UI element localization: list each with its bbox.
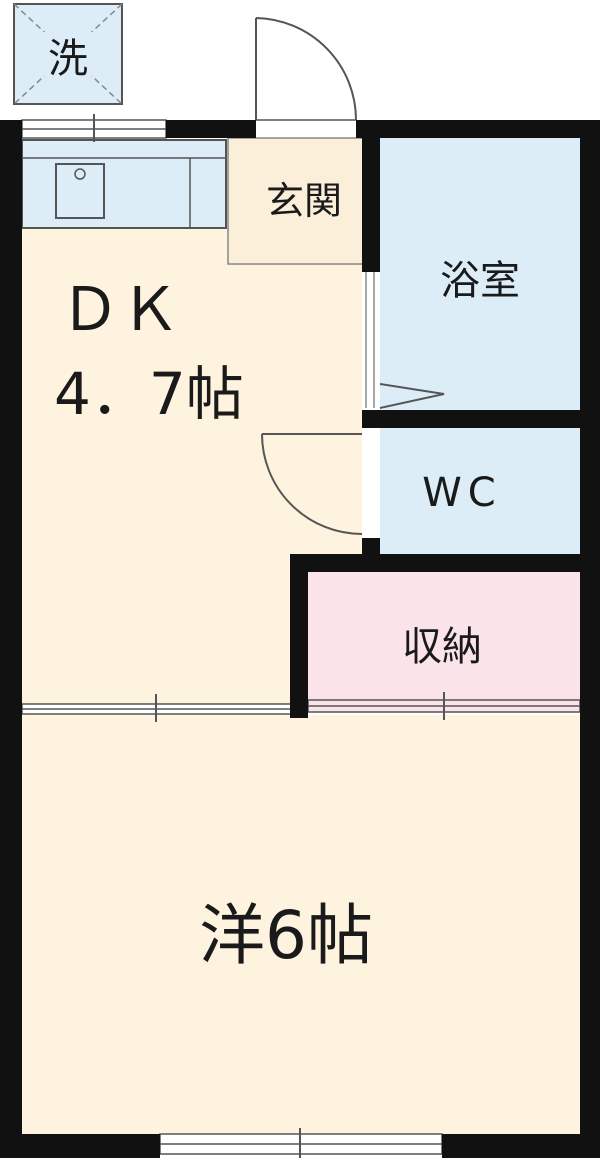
western-label: 洋6帖 [199, 897, 373, 974]
wc-room [380, 428, 580, 554]
bath-room [380, 138, 580, 410]
washer-space: 洗 [13, 3, 123, 105]
bath-door [365, 270, 445, 409]
storage-room [308, 572, 580, 704]
top-window [21, 114, 167, 142]
washer-label: 洗 [48, 36, 88, 82]
entrance-door [255, 17, 357, 121]
entrance-label: 玄関 [266, 179, 342, 223]
western-room [22, 715, 580, 1135]
storage-label: 収納 [402, 624, 482, 670]
dk-label: ＤＫ [60, 275, 180, 345]
entrance-area [227, 137, 365, 265]
kitchen-counter [21, 139, 227, 229]
wc-label: WC [422, 470, 501, 516]
dk-door [261, 433, 363, 535]
walls [0, 120, 600, 1158]
sink-icon [55, 163, 105, 219]
bath-label: 浴室 [440, 258, 520, 304]
dk-size-label: 4．7帖 [54, 360, 244, 428]
